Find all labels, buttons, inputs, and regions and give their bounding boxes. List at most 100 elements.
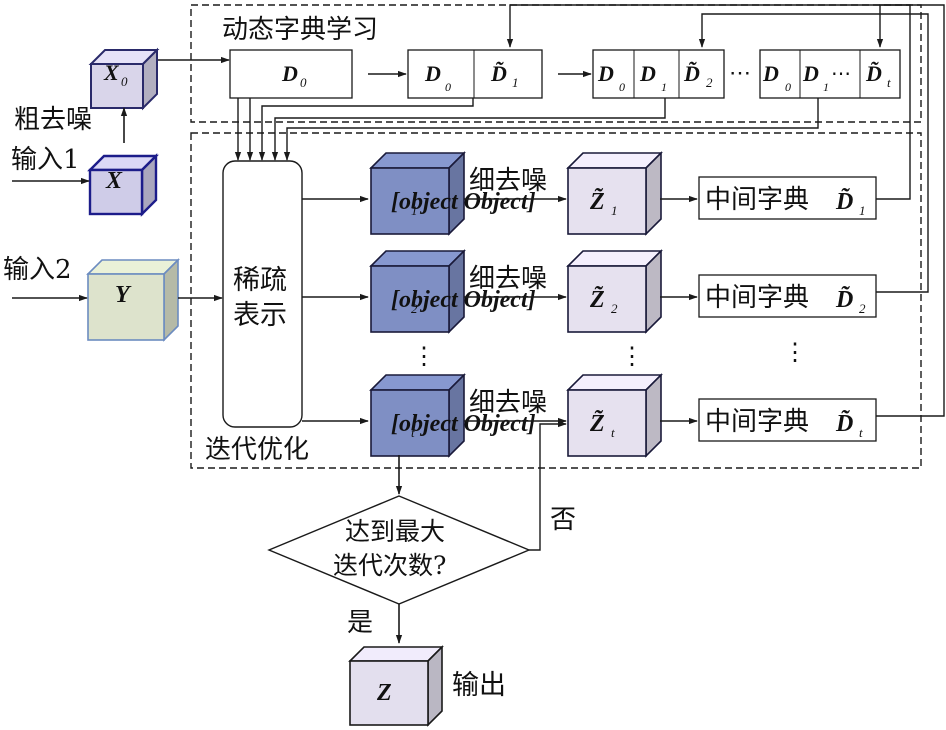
mid-dict-box xyxy=(698,274,877,318)
mid-dict-label: 中间字典 xyxy=(705,283,809,313)
d1-tilde-symbol: D̃ xyxy=(490,61,507,86)
sparse-rep-label-2: 表示 xyxy=(233,300,287,331)
z1-cube-front-face xyxy=(370,167,450,235)
z-tilde-symbol: Z̃ xyxy=(589,287,605,313)
d0-d-subscript: 0 xyxy=(785,80,791,94)
mid-dict-box xyxy=(698,398,877,442)
sparse-rep-label-1: 稀疏 xyxy=(233,265,287,296)
d1-d-subscript: 1 xyxy=(823,80,829,94)
d1-tilde-subscript: 1 xyxy=(512,75,519,90)
sparse-representation-box xyxy=(222,160,303,428)
x-cube-front-face xyxy=(88,168,144,216)
no-label: 否 xyxy=(550,505,576,535)
z-row-subscript: 1 xyxy=(411,203,418,218)
mid-dict-feedback-line xyxy=(698,13,929,293)
dict-box-d0-d1-d2 xyxy=(592,49,725,99)
z-output-cube-top-face xyxy=(348,646,444,662)
z-row-symbol: [object Object] xyxy=(391,411,536,437)
z-tilde2-cube-top-face xyxy=(566,250,663,267)
z2-cube-top-face xyxy=(369,250,466,267)
dict-to-sparse-line xyxy=(271,98,666,161)
z-tilde1-cube xyxy=(566,151,663,236)
z-tilde-subscript: t xyxy=(611,425,615,440)
z-row-subscript: 2 xyxy=(411,301,418,316)
z-tilde-subscript: 2 xyxy=(611,301,618,316)
z-tilde-symbol: Z̃ xyxy=(589,411,605,437)
dynamic-dict-title: 动态字典学习 xyxy=(222,15,378,45)
dict-ellipsis-1: ⋯ xyxy=(729,61,751,86)
y-cube-front-face xyxy=(87,273,165,341)
input2-label: 输入2 xyxy=(3,255,72,285)
mid-dict-box xyxy=(698,176,877,220)
x-cube xyxy=(87,153,159,217)
z-tilde2-cube xyxy=(566,249,663,334)
d0-subscript: 0 xyxy=(300,75,307,90)
d0-c-subscript: 0 xyxy=(619,80,625,94)
z1-cube xyxy=(369,151,466,236)
x0-subscript: 0 xyxy=(121,74,128,89)
d1-c-subscript: 1 xyxy=(661,80,667,94)
decision-diamond xyxy=(267,495,531,605)
z-tilde3-cube-top-face xyxy=(566,374,663,391)
z-row-symbol: [object Object] xyxy=(391,287,536,313)
d0-b-symbol: D xyxy=(424,61,441,86)
mid-dict-symbol: D̃ xyxy=(835,411,853,437)
z-row-symbol: [object Object] xyxy=(391,189,536,215)
mid-dict-symbol: D̃ xyxy=(835,189,853,215)
x0-symbol: X xyxy=(103,60,120,85)
row-vdots: ⋮ xyxy=(412,342,436,370)
y-cube xyxy=(86,258,180,342)
coarse-denoise-label: 粗去噪 xyxy=(14,105,92,135)
z3-cube-top-face xyxy=(369,374,466,391)
iterative-opt-title: 迭代优化 xyxy=(205,435,309,465)
y-cube-side-face xyxy=(163,258,179,342)
z-tilde1-cube-top-face xyxy=(566,152,663,169)
z-tilde2-cube-front-face xyxy=(567,265,647,333)
d0-c-symbol: D xyxy=(597,61,614,86)
dict-to-sparse-line xyxy=(283,98,819,161)
z-tilde1-cube-side-face xyxy=(645,151,662,236)
d0-b-subscript: 0 xyxy=(445,80,451,94)
x0-cube-front-face xyxy=(90,63,144,109)
output-label: 输出 xyxy=(452,670,506,701)
dict-box-d0-d1 xyxy=(407,49,543,99)
d2-tilde-symbol: D̃ xyxy=(683,61,700,86)
decision-label-1: 达到最大 xyxy=(345,517,445,546)
x0-cube xyxy=(88,47,160,111)
fine-denoise-label: 细去噪 xyxy=(469,264,547,294)
z-output-cube-side-face xyxy=(427,645,443,727)
fine-denoise-label: 细去噪 xyxy=(469,388,547,418)
dt-tilde-symbol: D̃ xyxy=(865,61,882,86)
z-output-cube-front-face xyxy=(349,660,429,726)
iterative-opt-group xyxy=(190,132,922,469)
dict-box-d0-dt xyxy=(759,49,901,99)
mid-dict-symbol: D̃ xyxy=(835,287,853,313)
y-symbol: Y xyxy=(115,282,132,308)
z-row-subscript: t xyxy=(411,425,415,440)
z-tilde-symbol: Z̃ xyxy=(589,189,605,215)
row-vdots: ⋮ xyxy=(783,338,807,366)
mid-dict-subscript: 1 xyxy=(859,203,866,218)
mid-dict-feedback-line xyxy=(876,4,945,417)
mid-dict-subscript: 2 xyxy=(859,301,866,316)
z-output-symbol: Z xyxy=(376,680,392,706)
z2-cube-front-face xyxy=(370,265,450,333)
z-tilde3-cube-side-face xyxy=(645,373,662,458)
d1-c-symbol: D xyxy=(639,61,656,86)
dt-tilde-subscript: t xyxy=(887,75,891,90)
z-tilde3-cube-front-face xyxy=(567,389,647,457)
z-tilde-subscript: 1 xyxy=(611,203,618,218)
z-tilde2-cube-side-face xyxy=(645,249,662,334)
dict-to-sparse-line xyxy=(258,98,474,161)
decision-label-2: 迭代次数? xyxy=(333,551,446,580)
mid-dict-label: 中间字典 xyxy=(705,407,809,437)
d2-tilde-subscript: 2 xyxy=(706,75,713,90)
z-tilde3-cube xyxy=(566,373,663,458)
fine-denoise-label: 细去噪 xyxy=(469,166,547,196)
dict-ellipsis-2: ⋯ xyxy=(831,61,851,85)
d0-symbol: D xyxy=(281,61,298,86)
row-vdots: ⋮ xyxy=(620,342,644,370)
z3-cube-front-face xyxy=(370,389,450,457)
